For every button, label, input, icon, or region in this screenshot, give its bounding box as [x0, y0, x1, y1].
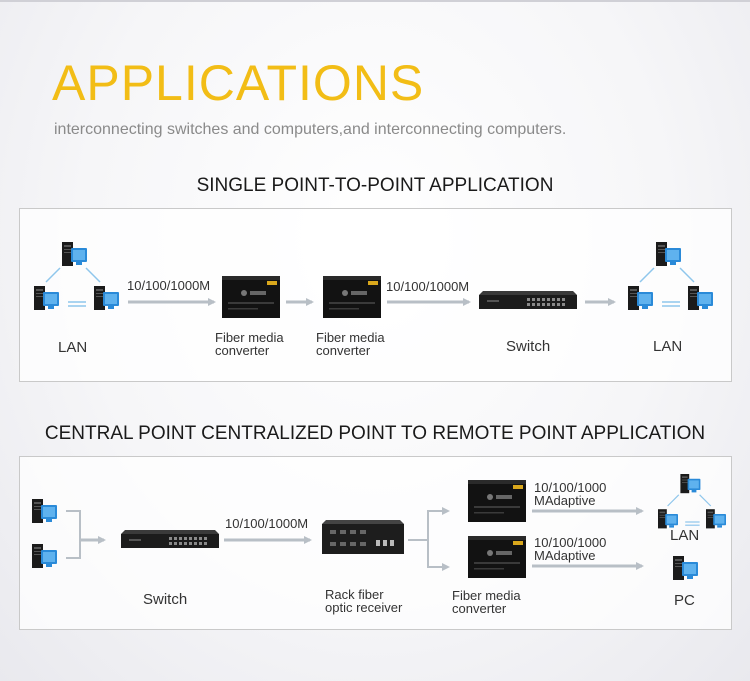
central-switch: [121, 530, 219, 548]
link-label-top-line2: MAdaptive: [534, 493, 595, 508]
bracket-computers: [66, 510, 81, 559]
lan-left-computers: [34, 242, 119, 310]
fiber-converter-top: [468, 480, 526, 522]
link-label-left: 10/100/1000M: [127, 278, 210, 293]
link-label-bottom-line1: 10/100/1000: [534, 535, 606, 550]
label-converter1-line1: Fiber media: [215, 330, 284, 345]
label-rack-line1: Rack fiber: [325, 587, 384, 602]
page-subtitle: interconnecting switches and computers,a…: [54, 121, 567, 138]
label-converter1-line2: converter: [215, 343, 270, 358]
fiber-converter-1: [222, 276, 280, 318]
label-central-switch: Switch: [143, 591, 187, 608]
label-rack-line2: optic receiver: [325, 600, 403, 615]
arrow-rack-to-converter-bottom: [427, 540, 450, 571]
link-label-right: 10/100/1000M: [386, 279, 469, 294]
fiber-converter-2: [323, 276, 381, 318]
link-label-central: 10/100/1000M: [225, 516, 308, 531]
lan-right-computers: [628, 242, 713, 310]
lan-small-computers: [658, 474, 726, 528]
label-converter-line2: converter: [452, 601, 507, 616]
section2-heading: CENTRAL POINT CENTRALIZED POINT TO REMOT…: [44, 423, 706, 444]
label-converter2-line1: Fiber media: [316, 330, 385, 345]
link-label-top-line1: 10/100/1000: [534, 480, 606, 495]
label-pc: PC: [674, 592, 695, 609]
label-lan-left: LAN: [58, 339, 87, 356]
arrow-rack-to-converter-top: [408, 507, 450, 541]
computer-bottom-left: [32, 544, 57, 568]
top-rule: [0, 0, 750, 2]
switch-device: [479, 291, 577, 309]
label-switch: Switch: [506, 338, 550, 355]
section1-heading: SINGLE POINT-TO-POINT APPLICATION: [196, 175, 554, 196]
label-lan-right: LAN: [653, 338, 682, 355]
label-converter-line1: Fiber media: [452, 588, 521, 603]
rack-receiver: [322, 520, 404, 554]
fiber-converter-bottom: [468, 536, 526, 578]
page-title: APPLICATIONS: [52, 55, 425, 111]
label-converter2-line2: converter: [316, 343, 371, 358]
link-label-bottom-line2: MAdaptive: [534, 548, 595, 563]
remote-pc: [673, 556, 698, 580]
label-lan-remote: LAN: [670, 527, 699, 544]
computer-top-left: [32, 499, 57, 523]
